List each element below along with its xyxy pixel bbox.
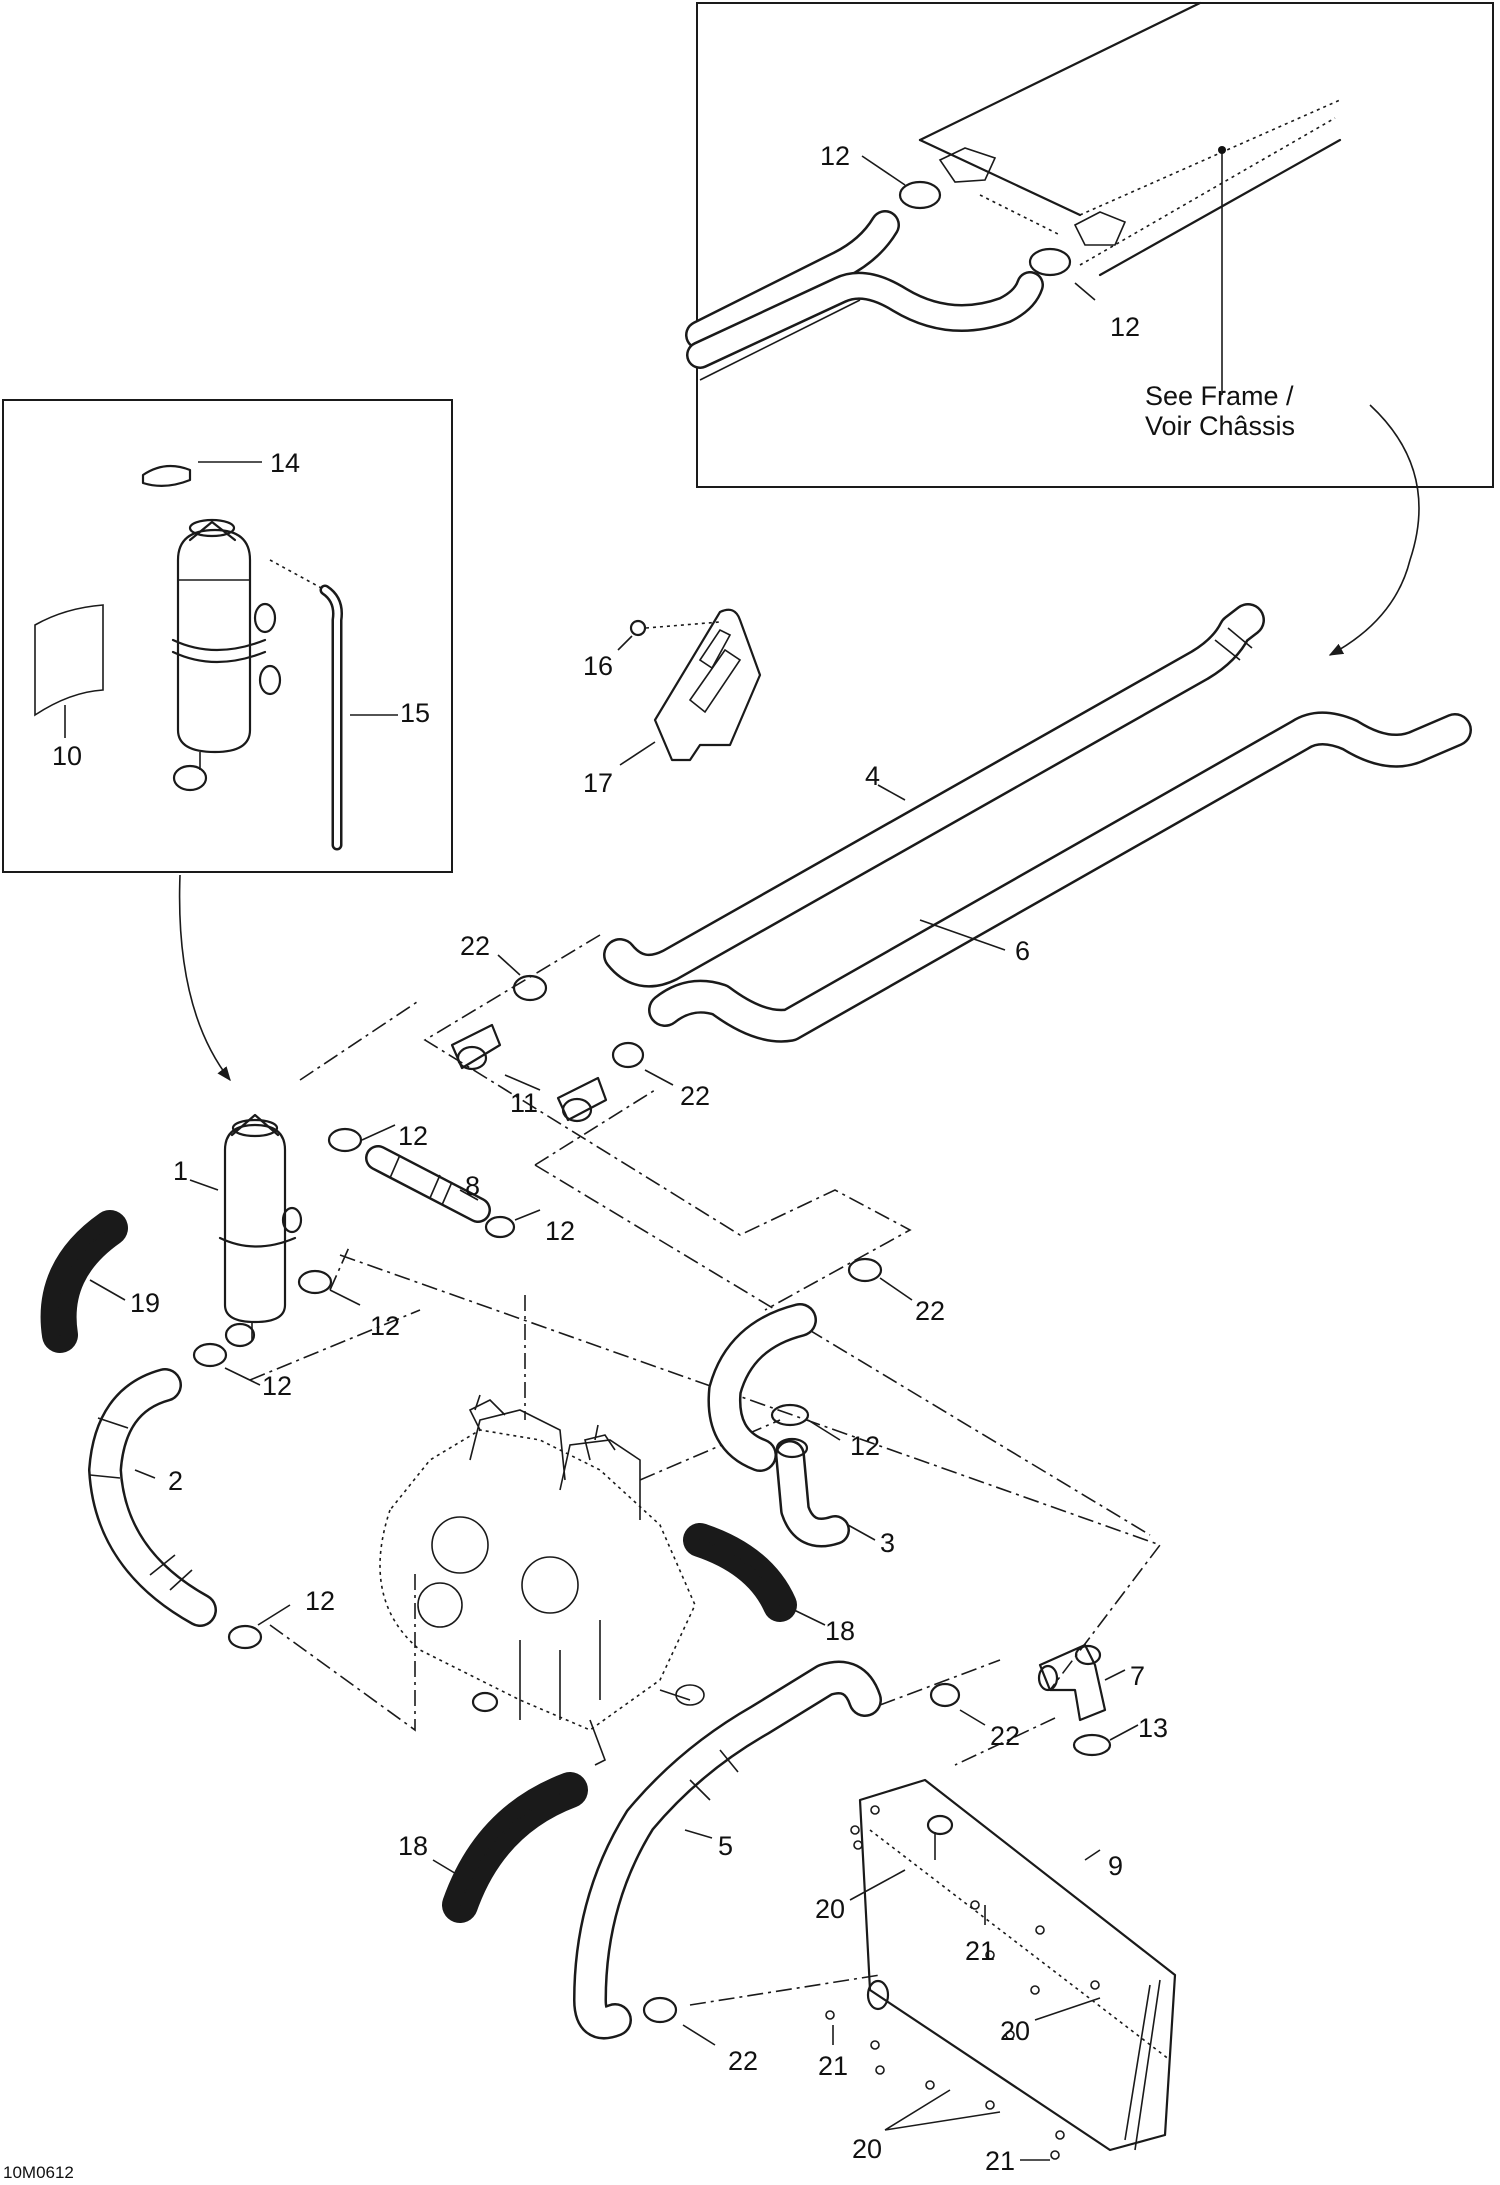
note-see-frame: See Frame / — [1145, 381, 1294, 411]
callout-21-b: 21 — [818, 2051, 848, 2081]
callout-12-inset-a: 12 — [820, 141, 850, 171]
callout-20-c: 20 — [852, 2134, 882, 2164]
callout-9: 9 — [1108, 1851, 1123, 1881]
callout-16: 16 — [583, 651, 613, 681]
callout-6: 6 — [1015, 936, 1030, 966]
callout-19: 19 — [130, 1288, 160, 1318]
pipe-6: 6 — [648, 711, 1472, 1043]
callout-12-e: 12 — [262, 1371, 292, 1401]
hose-8: 8 12 12 12 — [297, 1121, 575, 1341]
fitting-7: 7 13 22 — [929, 1643, 1168, 1757]
callout-22-b: 22 — [680, 1081, 710, 1111]
sleeve-18-upper: 18 — [683, 1523, 855, 1646]
pipe-4: 4 — [603, 603, 1265, 988]
callout-14: 14 — [270, 448, 300, 478]
callout-22-c: 22 — [915, 1296, 945, 1326]
note-voir-chassis: Voir Châssis — [1145, 411, 1295, 441]
hose-3: 22 12 3 — [707, 1257, 945, 1558]
callout-12-g: 12 — [850, 1431, 880, 1461]
callout-11: 11 — [510, 1088, 538, 1118]
sleeve-18-lower: 18 — [398, 1772, 588, 1923]
callout-21-c: 21 — [985, 2146, 1015, 2176]
callout-5: 5 — [718, 1831, 733, 1861]
bracket-17: 17 — [583, 608, 762, 798]
callout-18-b: 18 — [398, 1831, 428, 1861]
callout-21-a: 21 — [965, 1936, 995, 1966]
callout-10: 10 — [52, 741, 82, 771]
callout-1: 1 — [173, 1156, 188, 1186]
callout-22-d: 22 — [990, 1721, 1020, 1751]
callout-3: 3 — [880, 1528, 895, 1558]
callout-17: 17 — [583, 768, 613, 798]
sleeve-19: 19 — [40, 1210, 160, 1353]
engine — [379, 1394, 705, 1766]
coolant-reservoir-1: 1 — [173, 1113, 303, 1348]
callout-2: 2 — [168, 1466, 183, 1496]
hose-2: 2 12 12 — [88, 1342, 335, 1650]
hose-5: 5 22 — [573, 1660, 882, 2076]
frame-detail-inset: 12 12 See Frame / Voir Châssis — [685, 1, 1494, 488]
rivets — [825, 1805, 1100, 2160]
callout-12-d: 12 — [370, 1311, 400, 1341]
callout-18-a: 18 — [825, 1616, 855, 1646]
heat-exchanger-9: 9 20 21 20 21 20 21 — [815, 1778, 1177, 2176]
callout-12-b: 12 — [398, 1121, 428, 1151]
callout-22-a: 22 — [460, 931, 490, 961]
callout-20-b: 20 — [1000, 2016, 1030, 2046]
callout-12-inset-b: 12 — [1110, 312, 1140, 342]
routing-lines — [249, 934, 1162, 2006]
callout-15: 15 — [400, 698, 430, 728]
screw-16: 16 — [583, 619, 721, 681]
reservoir-detail-inset: 14 15 10 — [2, 399, 453, 873]
drawing-code: 10M0612 — [3, 2163, 74, 2182]
callout-7: 7 — [1130, 1661, 1145, 1691]
callout-8: 8 — [465, 1171, 480, 1201]
callout-22-e: 22 — [728, 2046, 758, 2076]
connector-group-upper: 22 11 22 — [450, 931, 710, 1123]
callout-20-a: 20 — [815, 1894, 845, 1924]
callout-12-c: 12 — [545, 1216, 575, 1246]
callout-12-f: 12 — [305, 1586, 335, 1616]
callout-4: 4 — [865, 761, 880, 791]
callout-13: 13 — [1138, 1713, 1168, 1743]
